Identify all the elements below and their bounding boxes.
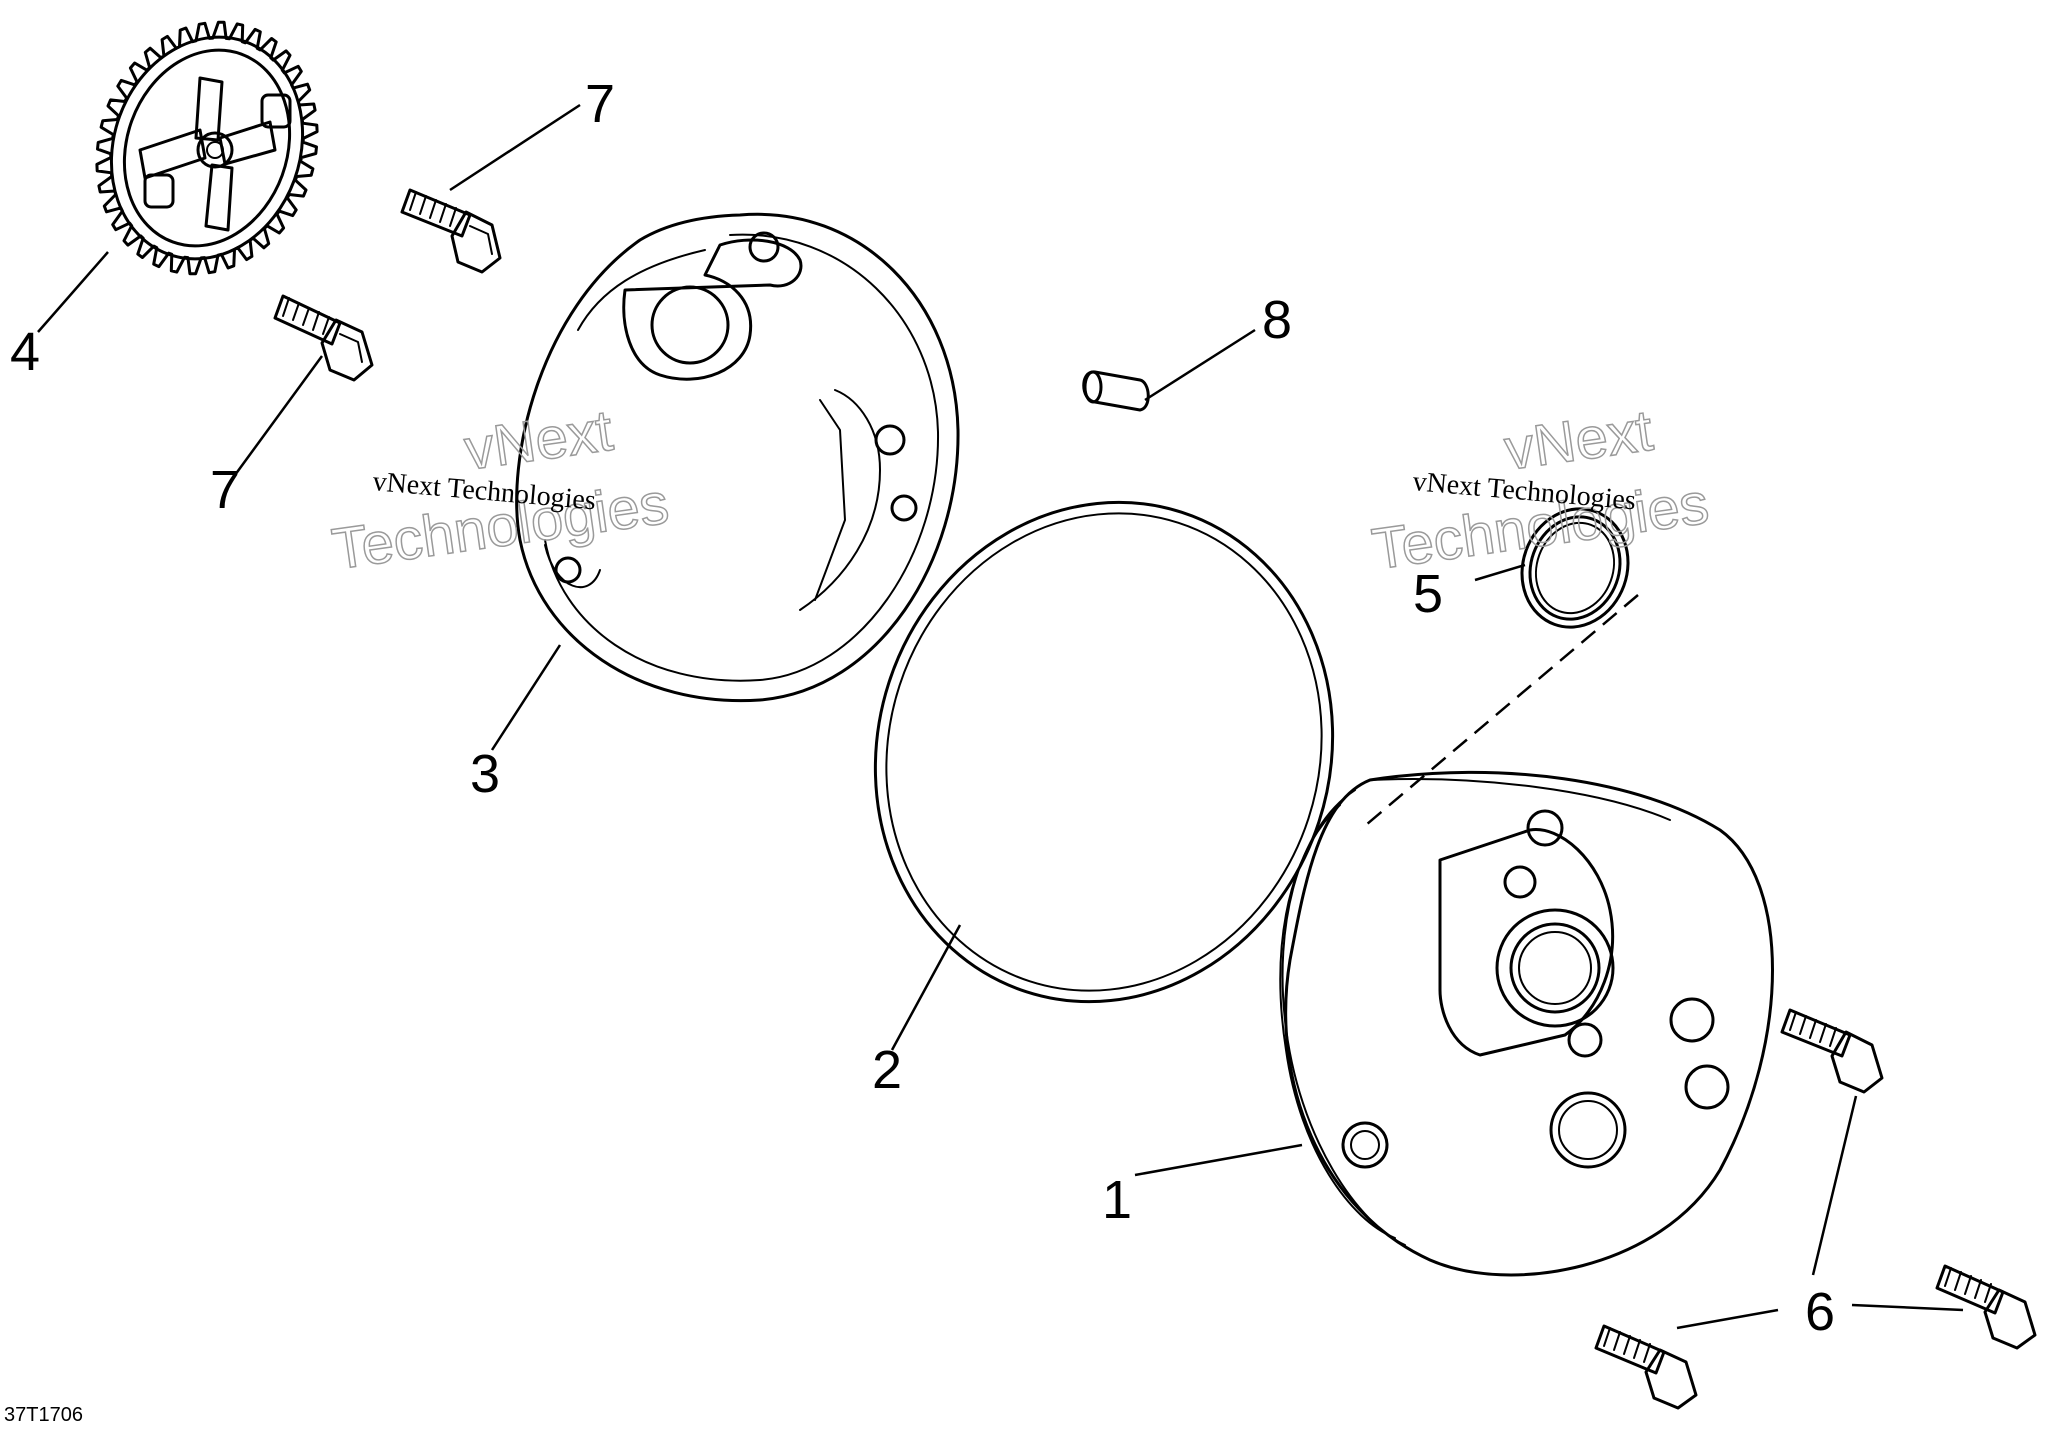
part-8-dowel-pin	[1082, 370, 1150, 412]
part-7-bolt-lower	[273, 294, 374, 382]
svg-text:vNext: vNext	[1501, 398, 1657, 483]
callout-numbers: 1 2 3 4 5 6 7 7 8	[10, 74, 1835, 1342]
leader-lines	[37, 103, 1964, 1330]
part-4-sprocket-gear	[95, 20, 319, 276]
part-5-seal-ring	[1520, 507, 1630, 629]
callout-8: 8	[1262, 290, 1292, 350]
part-6-bolt-right-upper	[1780, 1008, 1884, 1094]
callout-4: 4	[10, 322, 40, 382]
part-1-pump-housing	[1279, 770, 1774, 1277]
callout-3: 3	[470, 744, 500, 804]
callout-7-lower: 7	[210, 460, 240, 520]
svg-text:vNext: vNext	[461, 398, 617, 483]
figure-id-label: 37T1706	[4, 1404, 83, 1426]
callout-5: 5	[1413, 564, 1443, 624]
callout-7-upper: 7	[585, 74, 615, 134]
callout-2: 2	[872, 1040, 902, 1100]
part-6-bolt-right-lower	[1935, 1264, 2037, 1350]
part-6-bolt-lower-left	[1594, 1324, 1698, 1410]
part-2-o-ring	[873, 500, 1335, 1004]
callout-1: 1	[1102, 1170, 1132, 1230]
part-3-gasket-plate	[515, 212, 960, 703]
callout-6: 6	[1805, 1282, 1835, 1342]
part-7-bolt-upper	[400, 188, 502, 274]
